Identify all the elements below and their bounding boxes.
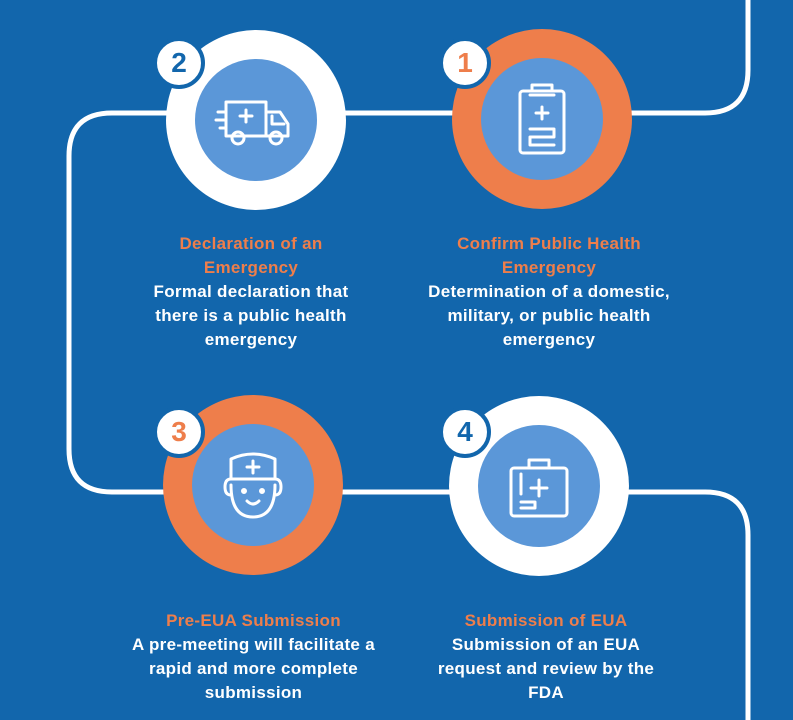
step-1-text: Confirm Public Health Emergency Determin… [424,232,674,352]
step-1-circle [452,29,632,209]
step-4-title: Submission of EUA [464,611,628,630]
step-1-number: 1 [457,47,473,78]
step-4-icon-background [478,425,600,547]
step-3-text: Pre-EUA Submission A pre-meeting will fa… [126,609,381,705]
step-1-description: Determination of a domestic, military, o… [428,282,670,349]
step-2-icon-background [195,59,317,181]
doctor-icon [223,452,283,519]
step-4-text: Submission of EUA Submission of an EUA r… [420,609,672,705]
step-3-circle [163,395,343,575]
medical-kit-icon [509,458,569,518]
step-3-icon-background [192,424,314,546]
step-2-title: Declaration of an Emergency [179,234,323,277]
step-1-title: Confirm Public Health Emergency [457,234,641,277]
step-3-number-badge: 3 [153,406,205,458]
step-2-number: 2 [171,47,187,78]
step-1-number-badge: 1 [439,37,491,89]
step-2-number-badge: 2 [153,37,205,89]
step-4-number: 4 [457,416,473,447]
clipboard-icon [518,83,566,155]
ambulance-icon [214,100,290,146]
step-3-number: 3 [171,416,187,447]
step-4-description: Submission of an EUA request and review … [437,635,655,702]
step-4-number-badge: 4 [439,406,491,458]
step-3-description: A pre-meeting will facilitate a rapid an… [132,635,375,702]
step-1-icon-background [481,58,603,180]
step-2-description: Formal declaration that there is a publi… [153,282,349,349]
step-3-title: Pre-EUA Submission [166,611,341,630]
step-2-circle [166,30,346,210]
step-2-text: Declaration of an Emergency Formal decla… [131,232,371,352]
